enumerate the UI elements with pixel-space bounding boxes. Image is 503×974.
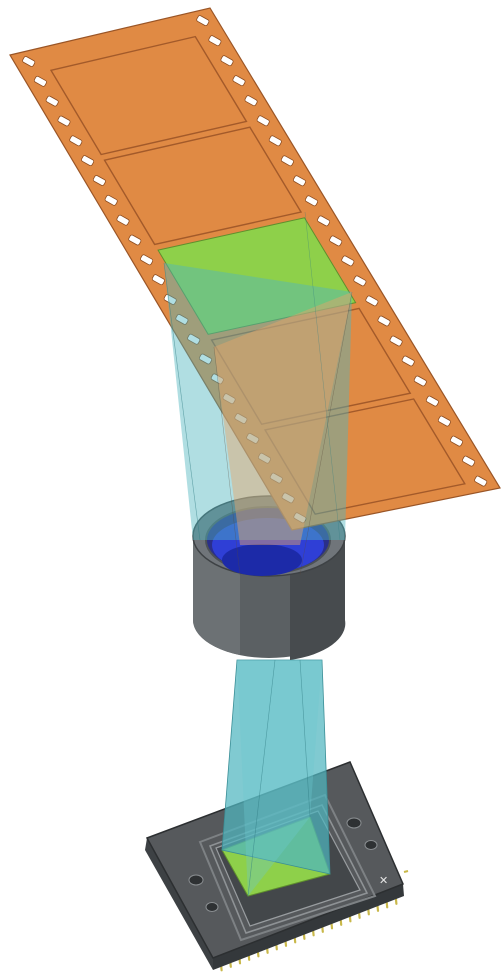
sensor-pin [404, 871, 408, 872]
sensor-mount-hole [189, 875, 203, 885]
sensor-mount-hole [206, 903, 218, 912]
sensor-mount-hole [365, 841, 377, 850]
sensor-mount-hole [347, 818, 361, 828]
pin-one-marker: ✕ [379, 875, 388, 887]
lens-glass-inner [222, 544, 302, 576]
